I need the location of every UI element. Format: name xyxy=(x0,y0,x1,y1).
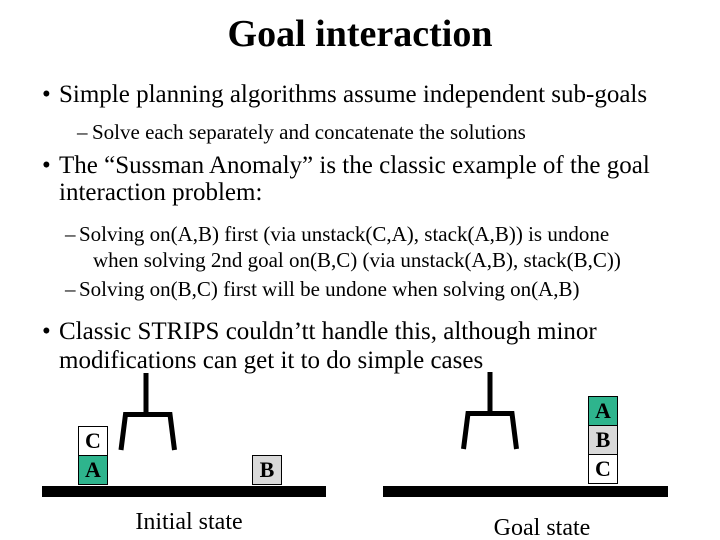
dash-marker: – xyxy=(65,277,76,301)
state-label-initial: Initial state xyxy=(135,509,243,535)
bullet-line: when solving 2nd goal on(B,C) (via unsta… xyxy=(93,248,621,272)
gripper-icon-right xyxy=(461,372,519,450)
dash-marker: – xyxy=(77,120,88,144)
bullet-line: The “Sussman Anomaly” is the classic exa… xyxy=(59,152,650,179)
bullet-line: Simple planning algorithms assume indepe… xyxy=(59,81,648,108)
sub-bullet-item: – Solving on(A,B) first (via unstack(C,A… xyxy=(65,221,621,273)
sub-bullet-item: – Solve each separately and concatenate … xyxy=(77,119,526,145)
block-b: B xyxy=(252,455,282,485)
bullet-marker: • xyxy=(42,152,51,179)
bullet-line: Solving on(B,C) first will be undone whe… xyxy=(79,277,580,301)
block-a: A xyxy=(78,455,108,485)
bullet-line: Solving on(A,B) first (via unstack(C,A),… xyxy=(79,222,610,246)
bullet-line: Classic STRIPS couldn’tt handle this, al… xyxy=(59,318,597,345)
bullet-line: modifications can get it to do simple ca… xyxy=(59,347,484,374)
gripper-icon-left xyxy=(118,373,177,451)
dash-marker: – xyxy=(65,222,76,246)
bullet-item: • The “Sussman Anomaly” is the classic e… xyxy=(42,152,650,206)
bullet-item: • Classic STRIPS couldn’tt handle this, … xyxy=(42,317,597,375)
block-a: A xyxy=(588,396,618,426)
block-c: C xyxy=(78,426,108,456)
block-c: C xyxy=(588,454,618,484)
block-b: B xyxy=(588,425,618,455)
sub-bullet-item: – Solving on(B,C) first will be undone w… xyxy=(65,276,579,302)
table-surface xyxy=(383,486,668,497)
slide-title: Goal interaction xyxy=(227,13,493,55)
state-label-goal: Goal state xyxy=(493,515,591,540)
bullet-line: interaction problem: xyxy=(59,179,263,206)
table-surface xyxy=(42,486,326,497)
bullet-line: Solve each separately and concatenate th… xyxy=(92,120,526,144)
bullet-item: • Simple planning algorithms assume inde… xyxy=(42,81,647,108)
bullet-marker: • xyxy=(42,81,51,108)
bullet-marker: • xyxy=(42,318,51,345)
